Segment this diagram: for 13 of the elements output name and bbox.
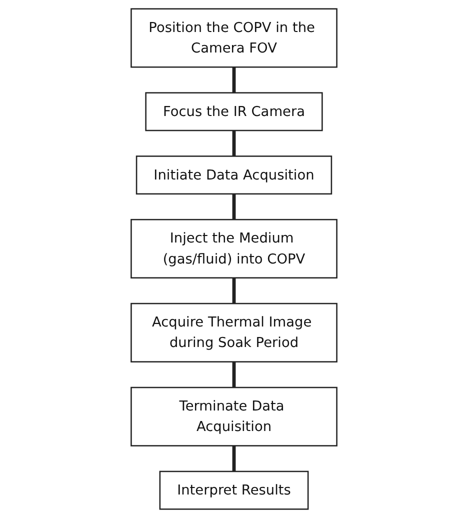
node-box: Position the COPV in the Camera FOV xyxy=(130,8,338,68)
node-box: Initiate Data Acqusition xyxy=(136,156,332,195)
node-box: Interpret Results xyxy=(159,470,309,510)
connector xyxy=(232,67,236,93)
connector xyxy=(232,130,236,156)
connector xyxy=(232,278,236,304)
connector xyxy=(232,362,236,388)
node-box: Acquire Thermal Image during Soak Period xyxy=(130,302,338,362)
connector xyxy=(232,194,236,220)
node-box: Inject the Medium (gas/fluid) into COPV xyxy=(130,218,338,278)
connector xyxy=(232,446,236,472)
node-box: Terminate Data Acquisition xyxy=(130,386,338,446)
node-box: Focus the IR Camera xyxy=(145,92,323,132)
